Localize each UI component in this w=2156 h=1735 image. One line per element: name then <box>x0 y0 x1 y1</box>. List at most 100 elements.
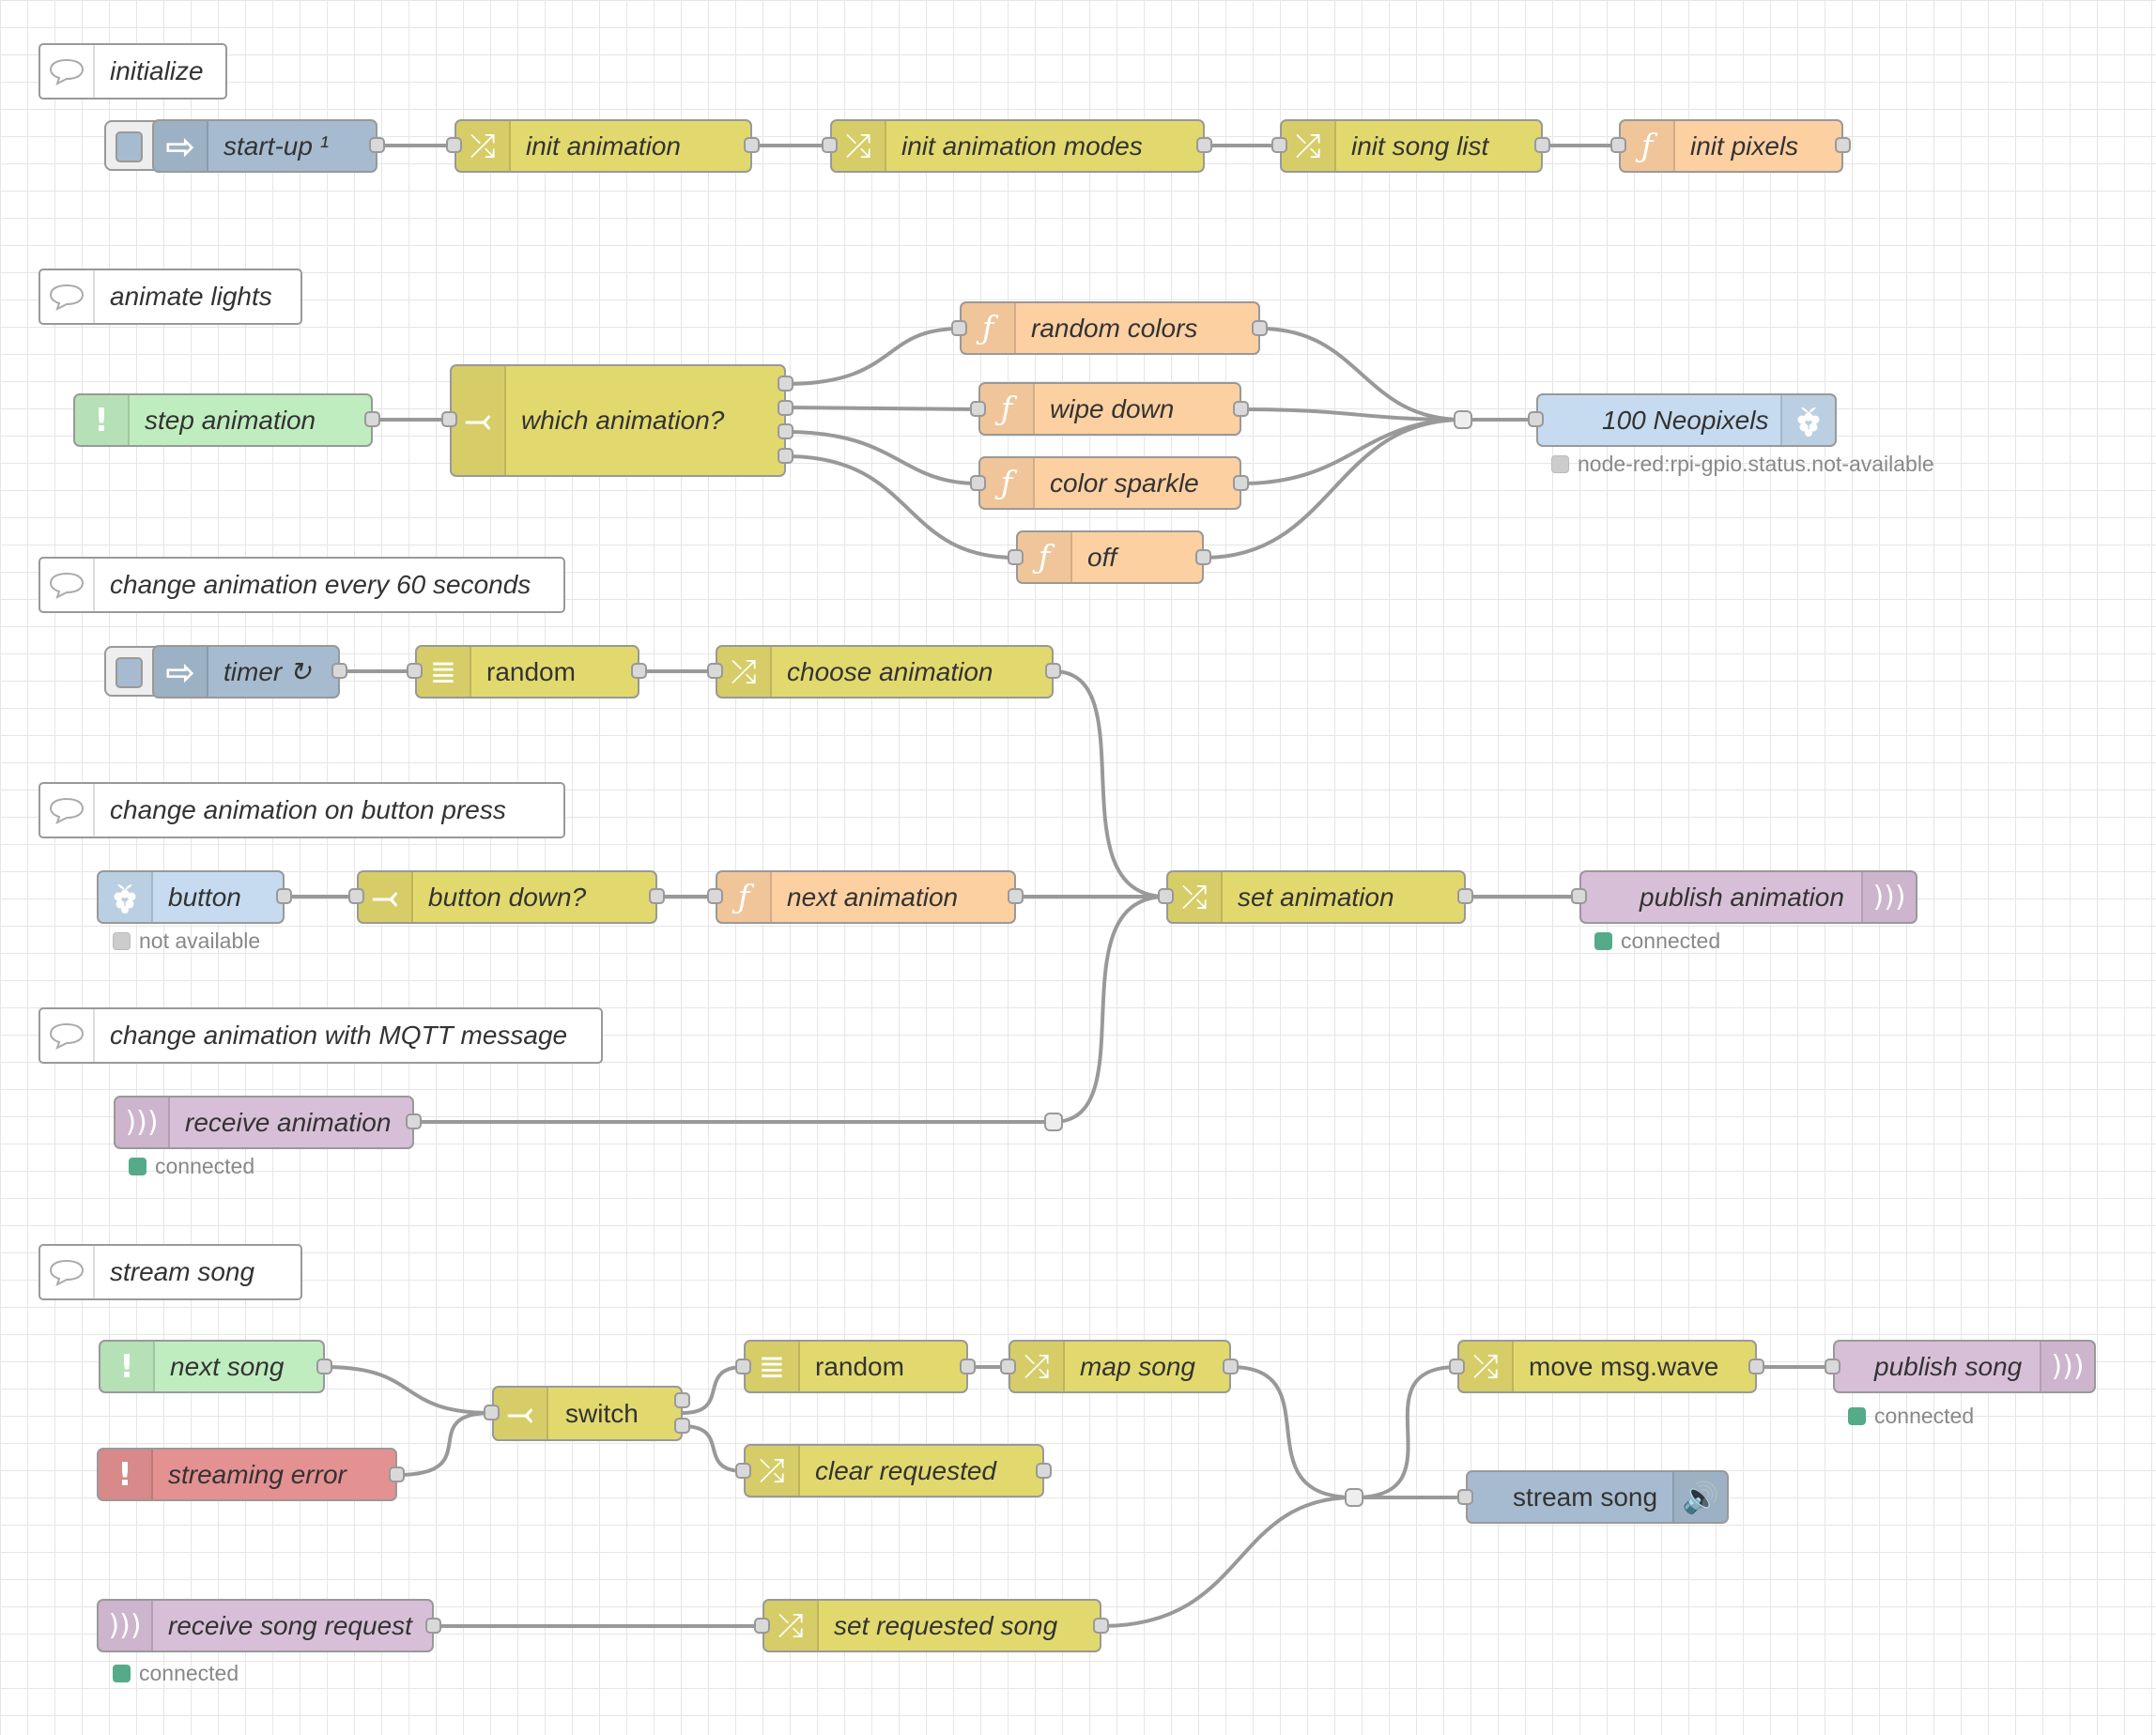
comment-stream-song[interactable]: stream song <box>38 1244 302 1300</box>
output-port[interactable] <box>364 411 380 427</box>
node-set-requested-song[interactable]: ⤮set requested song <box>762 1599 1101 1652</box>
node-switch[interactable]: ⤙switch <box>492 1386 683 1441</box>
input-port[interactable] <box>446 137 462 153</box>
output-port[interactable] <box>425 1618 441 1634</box>
output-port[interactable] <box>1045 663 1061 679</box>
input-port[interactable] <box>970 475 986 491</box>
output-port[interactable] <box>1233 401 1249 417</box>
node-choose-animation[interactable]: ⤮choose animation <box>716 645 1054 699</box>
output-port[interactable] <box>649 888 665 904</box>
input-port[interactable] <box>735 1463 751 1479</box>
input-port[interactable] <box>1449 1359 1465 1374</box>
input-port[interactable] <box>348 888 364 904</box>
comment-animate-lights[interactable]: animate lights <box>38 269 302 325</box>
output-port[interactable] <box>1457 888 1473 904</box>
node-100-neopixels[interactable]: 100 Neopixels <box>1536 393 1837 447</box>
inject-trigger-button[interactable] <box>104 646 157 697</box>
input-port[interactable] <box>754 1618 770 1634</box>
node-random-song[interactable]: ≣random <box>744 1340 968 1393</box>
input-port[interactable] <box>407 663 423 679</box>
output-port[interactable] <box>674 1418 690 1434</box>
node-receive-song-request[interactable]: )))receive song request <box>97 1599 434 1652</box>
input-port[interactable] <box>484 1405 500 1420</box>
input-port[interactable] <box>441 411 457 427</box>
output-port[interactable] <box>1534 137 1550 153</box>
input-port[interactable] <box>1610 137 1626 153</box>
output-port[interactable] <box>406 1113 422 1129</box>
node-button[interactable]: button <box>97 870 285 924</box>
output-port[interactable] <box>1748 1359 1764 1374</box>
comment-change-animation-mqtt[interactable]: change animation with MQTT message <box>38 1007 603 1064</box>
input-port[interactable] <box>1528 411 1544 427</box>
output-port[interactable] <box>389 1466 405 1482</box>
input-port[interactable] <box>1158 888 1174 904</box>
output-port[interactable] <box>1196 137 1212 153</box>
output-port[interactable] <box>631 663 647 679</box>
output-port[interactable] <box>1223 1359 1239 1374</box>
output-port[interactable] <box>778 400 793 416</box>
output-port[interactable] <box>1093 1618 1109 1634</box>
output-port[interactable] <box>778 448 793 464</box>
output-port[interactable] <box>1195 549 1211 565</box>
output-port[interactable] <box>778 423 793 439</box>
output-port[interactable] <box>1252 320 1268 336</box>
node-move-msg-wave[interactable]: ⤮move msg.wave <box>1457 1340 1757 1393</box>
node-random[interactable]: ≣random <box>415 645 639 699</box>
input-port[interactable] <box>951 320 967 336</box>
output-port[interactable] <box>744 137 760 153</box>
node-which-animation[interactable]: ⤙which animation? <box>450 364 786 477</box>
node-button-down[interactable]: ⤙button down? <box>357 870 657 924</box>
node-publish-animation[interactable]: )))publish animation <box>1579 870 1917 924</box>
output-port[interactable] <box>276 888 292 904</box>
node-init-animation[interactable]: ⤮init animation <box>454 119 752 173</box>
node-map-song[interactable]: ⤮map song <box>1009 1340 1231 1393</box>
output-port[interactable] <box>316 1359 332 1374</box>
input-port[interactable] <box>1457 1489 1473 1505</box>
node-init-animation-modes[interactable]: ⤮init animation modes <box>830 119 1205 173</box>
output-port[interactable] <box>1036 1463 1052 1479</box>
output-port[interactable] <box>778 376 793 392</box>
node-publish-song[interactable]: )))publish song <box>1833 1340 2096 1393</box>
output-port[interactable] <box>1233 475 1249 491</box>
input-port[interactable] <box>970 401 986 417</box>
input-port[interactable] <box>1571 888 1587 904</box>
comment-label: initialize <box>110 56 204 85</box>
node-streaming-error[interactable]: !streaming error <box>97 1448 397 1501</box>
output-port[interactable] <box>674 1392 690 1408</box>
input-port[interactable] <box>707 888 723 904</box>
inject-trigger-button[interactable] <box>104 120 157 171</box>
comment-initialize[interactable]: initialize <box>38 43 227 100</box>
input-port[interactable] <box>1008 549 1024 565</box>
input-port[interactable] <box>735 1359 751 1374</box>
input-port[interactable] <box>1000 1359 1016 1374</box>
output-port[interactable] <box>331 663 347 679</box>
node-init-song-list[interactable]: ⤮init song list <box>1280 119 1543 173</box>
comment-change-animation-timer[interactable]: change animation every 60 seconds <box>38 557 565 613</box>
output-port[interactable] <box>369 137 385 153</box>
input-port[interactable] <box>1825 1359 1840 1374</box>
node-timer[interactable]: ⇨timer ↻ <box>152 645 340 699</box>
node-set-animation[interactable]: ⤮set animation <box>1166 870 1466 924</box>
node-step-animation[interactable]: !step animation <box>73 393 373 447</box>
output-port[interactable] <box>1835 137 1851 153</box>
node-start-up[interactable]: ⇨start-up ¹ <box>152 119 377 173</box>
comment-change-animation-button[interactable]: change animation on button press <box>38 782 565 838</box>
output-port[interactable] <box>960 1359 976 1374</box>
node-receive-animation[interactable]: )))receive animation <box>114 1096 414 1149</box>
node-stream-song[interactable]: 🔊stream song <box>1466 1470 1729 1524</box>
arrow-right-icon: ⇨ <box>154 647 208 697</box>
node-next-song[interactable]: !next song <box>99 1340 325 1393</box>
output-port[interactable] <box>1008 888 1024 904</box>
node-clear-requested[interactable]: ⤮clear requested <box>744 1444 1044 1497</box>
input-port[interactable] <box>707 663 723 679</box>
input-port[interactable] <box>822 137 838 153</box>
node-label: clear requested <box>815 1455 997 1485</box>
input-port[interactable] <box>1271 137 1287 153</box>
